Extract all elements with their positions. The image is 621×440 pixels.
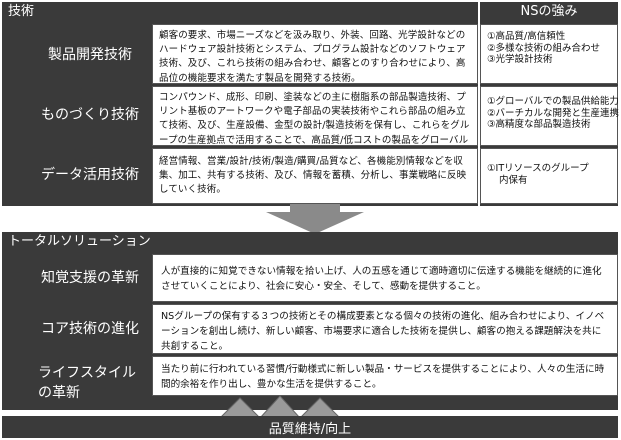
tech-strengths-product-development: ①高品質/高信頼性 ②多様な技術の組み合わせ ③光学設計技術: [480, 24, 618, 84]
tech-label-manufacturing: ものづくり技術: [41, 107, 139, 123]
tech-label-data-utilization: データ活用技術: [41, 167, 139, 183]
strengths-header: NSの強み: [480, 3, 618, 21]
strength-item: ①高品質/高信頼性: [487, 31, 566, 42]
solution-label-line: ライフスタイル: [38, 365, 136, 381]
tech-description-manufacturing: コンパウンド、成形、印刷、塗装などの主に樹脂系の部品製造技術、プリント基板のアー…: [152, 86, 478, 160]
solution-description-lifestyle: 当たり前に行われている習慣/行動様式に新しい製品・サービスを提供することにより、…: [152, 356, 618, 396]
tech-strengths-manufacturing: ①グローバルでの製品供給能力 ②バーチカルな開発と生産連携 ③高精度な部品製造技…: [480, 86, 620, 146]
tech-description-data-utilization: 経営情報、営業/設計/技術/製造/購買/品質など、各機能別情報などを収集、加工、…: [152, 148, 478, 204]
solution-label-lifestyle: ライフスタイル の革新: [30, 358, 150, 408]
tech-label-product-development: 製品開発技術: [48, 47, 132, 63]
strength-item: ②多様な技術の組み合わせ: [487, 42, 601, 54]
tech-description-product-development: 顧客の要求、市場ニーズなどを汲み取り、外装、回路、光学設計などのハードウェア設計…: [152, 24, 478, 84]
strength-item: ①ITリソースのグループ: [487, 163, 589, 174]
strength-item: ②バーチカルな開発と生産連携: [487, 107, 620, 119]
quality-label: 品質維持/向上: [268, 421, 352, 437]
solution-description-core-technology: NSグループの保有する３つの技術とその構成要素となる個々の技術の進化、組み合わせ…: [152, 304, 618, 354]
technology-header: 技術: [8, 3, 108, 21]
up-arrows-icon: [219, 395, 341, 418]
solution-label-perception: 知覚支援の革新: [30, 254, 150, 302]
quality-bar: 品質維持/向上: [2, 416, 618, 438]
solution-label-line: 知覚支援の革新: [41, 270, 139, 286]
strength-item: ①グローバルでの製品供給能力: [487, 96, 619, 107]
solution-label-line: の革新: [38, 385, 80, 401]
strength-item: ③高精度な部品製造技術: [487, 119, 591, 130]
solution-label-core-technology: コア技術の進化: [30, 306, 150, 352]
tech-strengths-data-utilization: ①ITリソースのグループ 内保有: [480, 148, 618, 204]
solution-description-perception: 人が直接的に知覚できない情報を拾い上げ、人の五感を通じて適時適切に伝達する機能を…: [152, 254, 618, 302]
solution-label-line: コア技術の進化: [41, 321, 139, 337]
strength-item: 内保有: [499, 174, 528, 186]
solution-header: トータルソリューション: [8, 233, 308, 251]
strength-item: ③光学設計技術: [487, 54, 553, 65]
down-arrow-icon: [266, 204, 364, 234]
